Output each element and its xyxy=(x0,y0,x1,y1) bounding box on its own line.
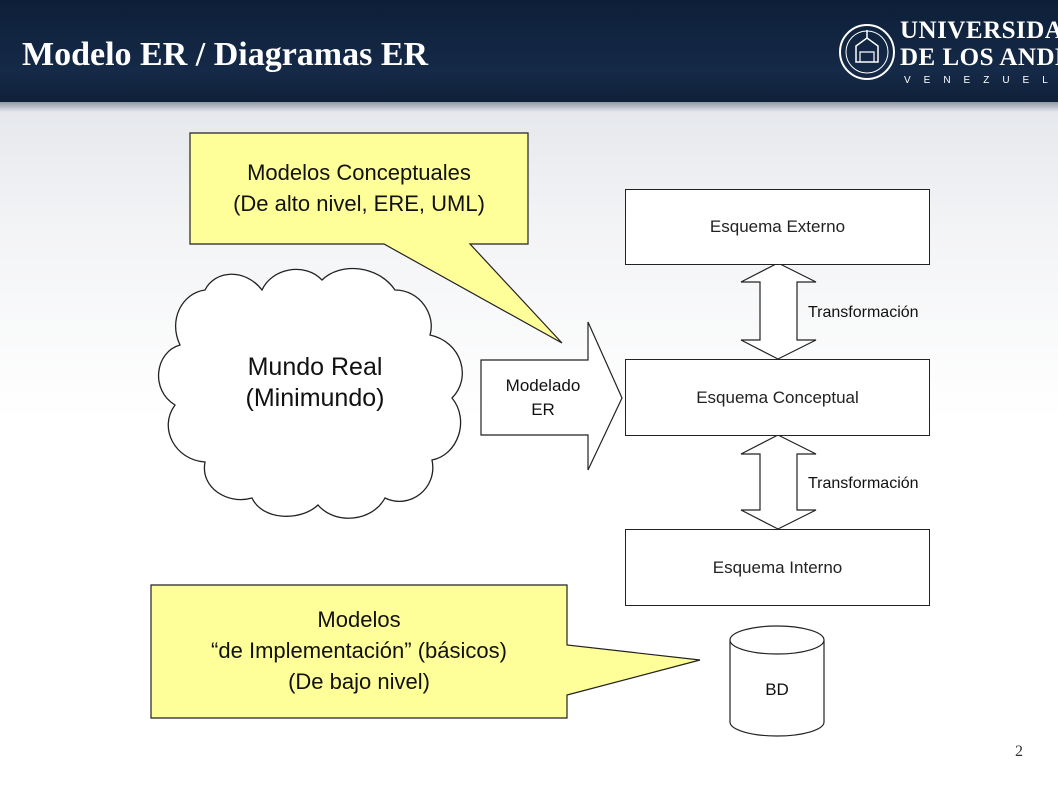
slide-title: Modelo ER / Diagramas ER xyxy=(22,36,429,73)
callout-implementacion-shape xyxy=(150,584,701,719)
esquema-conceptual-label: Esquema Conceptual xyxy=(696,387,859,407)
logo-text-line2: DE LOS ANDES xyxy=(900,44,1058,71)
modelado-er-line1: Modelado xyxy=(505,376,581,395)
database-cylinder-icon xyxy=(729,625,825,737)
database-label: BD xyxy=(765,680,789,699)
page-number: 2 xyxy=(1015,743,1023,760)
university-seal-icon xyxy=(839,24,895,80)
transformacion-arrow-2 xyxy=(740,434,817,530)
callout-implementacion-line1: Modelos xyxy=(317,607,401,632)
callout-conceptual-shape xyxy=(189,132,563,344)
callout-conceptual-line1: Modelos Conceptuales xyxy=(247,160,471,185)
mundo-real-label: Mundo Real (Minimundo) xyxy=(200,352,430,414)
modelado-er-arrow[interactable] xyxy=(480,321,623,471)
esquema-conceptual-box[interactable]: Esquema Conceptual xyxy=(625,359,930,436)
mundo-real-line2: (Minimundo) xyxy=(245,384,385,412)
transformacion-label-2: Transformación xyxy=(808,475,919,492)
esquema-interno-box[interactable]: Esquema Interno xyxy=(625,529,930,606)
callout-implementacion-line2: “de Implementación” (básicos) xyxy=(211,638,507,663)
esquema-interno-label: Esquema Interno xyxy=(712,557,843,577)
callout-implementacion-line3: (De bajo nivel) xyxy=(288,669,430,694)
modelado-er-line2: ER xyxy=(531,400,555,419)
mundo-real-line1: Mundo Real xyxy=(247,353,383,381)
esquema-externo-label: Esquema Externo xyxy=(709,217,846,236)
callout-conceptual-text: Modelos Conceptuales (De alto nivel, ERE… xyxy=(190,157,528,219)
transformacion-label-1: Transformación xyxy=(808,304,919,321)
callout-conceptual-line2: (De alto nivel, ERE, UML) xyxy=(233,191,485,216)
transformacion-arrow-1 xyxy=(740,262,817,360)
modelado-er-label: Modelado ER xyxy=(483,374,603,422)
mundo-real-cloud xyxy=(158,267,463,519)
logo-text-line3: VENEZUELA xyxy=(904,75,1058,86)
header-shadow xyxy=(0,102,1058,112)
slide-header xyxy=(0,0,1058,102)
esquema-externo-box[interactable]: Esquema Externo xyxy=(625,189,930,265)
callout-implementacion-text: Modelos “de Implementación” (básicos) (D… xyxy=(151,604,567,697)
